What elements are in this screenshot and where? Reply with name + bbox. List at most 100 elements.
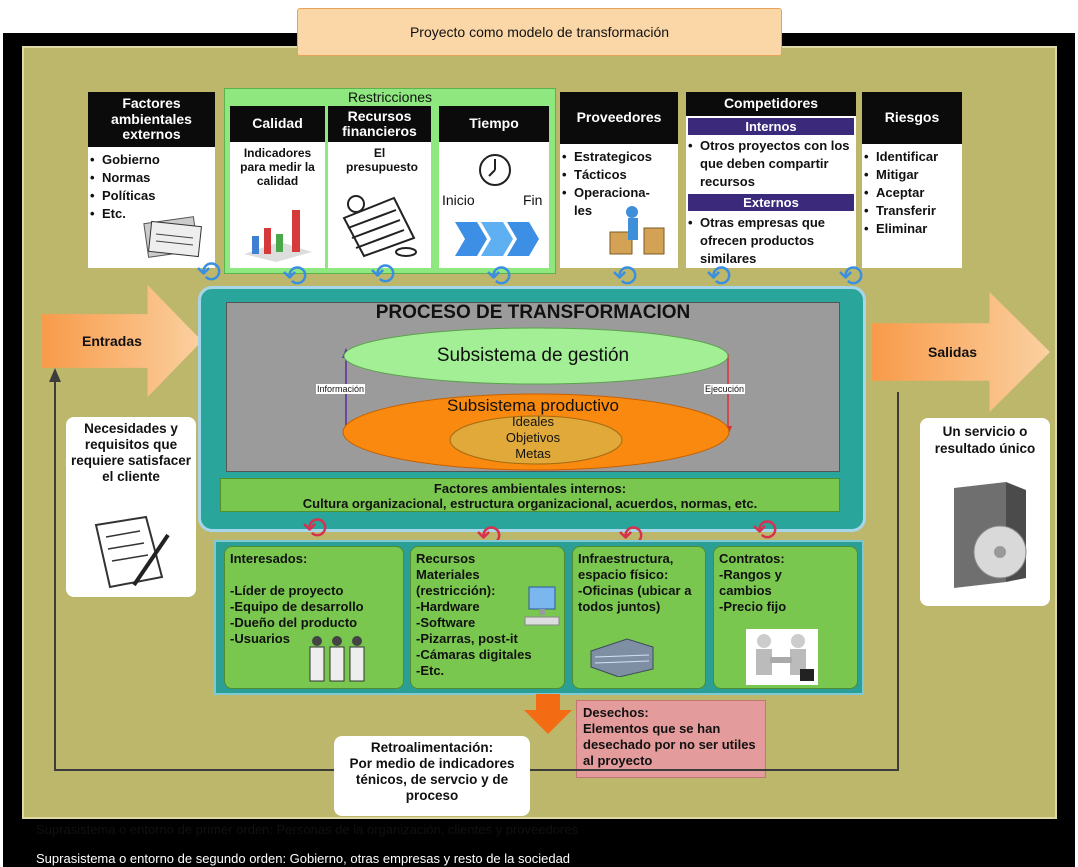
information-label: Información <box>316 384 366 394</box>
cycle-icon: ⟲ <box>302 512 328 545</box>
list-item: Normas <box>88 169 215 187</box>
handshake-icon <box>746 629 818 685</box>
card-suppliers: Proveedores Estrategicos Tácticos Operac… <box>560 92 678 268</box>
list-item: -Precio fijo <box>719 599 787 614</box>
money-icon <box>342 195 417 258</box>
suppliers-list: Estrategicos Tácticos Operaciona-les <box>560 148 678 220</box>
card-quality: Calidad Indicadores para medir la calida… <box>230 106 325 268</box>
feedback-title: Retroalimentación: <box>370 740 494 755</box>
execution-label: Ejecución <box>704 384 746 394</box>
end-label: Fin <box>523 192 543 208</box>
card-header: Competidores <box>686 92 856 116</box>
waste-text: Elementos que se han desechado por no se… <box>583 721 756 768</box>
service-card: Un servicio o resultado único <box>920 418 1050 606</box>
list-item: Mitigar <box>862 166 962 184</box>
list-item: Operaciona-les <box>560 184 654 220</box>
card-infrastructure: Infraestructura, espacio físico: -Oficin… <box>572 546 706 689</box>
card-header: Recursos financieros <box>328 106 431 142</box>
outputs-label: Salidas <box>928 344 978 360</box>
cycle-icon: ⟲ <box>196 256 222 289</box>
stakeholders-title: Interesados: <box>230 551 308 566</box>
internal-factors-bar: Factores ambientales internos: Cultura o… <box>220 478 840 512</box>
list-item: -Usuarios <box>230 631 290 646</box>
restrictions-title: Restricciones <box>347 89 433 105</box>
factors-list: Gobierno Normas Políticas Etc. <box>88 151 215 223</box>
diagram-title: Proyecto como modelo de transformación <box>297 8 782 56</box>
list-item: -Hardware <box>416 599 480 614</box>
second-order-label: Suprasistema o entorno de segundo orden:… <box>36 851 571 866</box>
list-item: -Dueño del producto <box>230 615 358 630</box>
card-financial-resources: Recursos financieros El presupuesto <box>328 106 431 268</box>
waste-title: Desechos: <box>583 705 649 720</box>
software-box-icon <box>954 482 1027 588</box>
building-icon <box>590 638 654 677</box>
external-list: Otras empresas que ofrecen productos sim… <box>686 214 856 268</box>
materials-title: Recursos Materiales (restricción): <box>416 551 496 598</box>
external-header: Externos <box>688 194 854 211</box>
computer-icon <box>524 586 560 626</box>
list-item: Otros proyectos con los que deben compar… <box>686 137 856 191</box>
card-contracts: Contratos: -Rangos y cambios -Precio fij… <box>713 546 858 689</box>
internal-factors-text: Cultura organizacional, estructura organ… <box>302 496 758 511</box>
card-risks: Riesgos Identificar Mitigar Aceptar Tran… <box>862 92 962 268</box>
list-item: Tácticos <box>560 166 678 184</box>
list-item: -Pizarras, post-it <box>416 631 518 646</box>
list-item: Etc. <box>88 205 215 223</box>
waste-card: Desechos: Elementos que se han desechado… <box>576 700 766 778</box>
list-item: -Cámaras digitales <box>416 647 532 662</box>
card-header: Proveedores <box>560 92 678 144</box>
process-title: PROCESO DE TRANSFORMACION <box>375 302 691 323</box>
card-header: Factores ambientales externos <box>88 92 215 147</box>
list-item: Políticas <box>88 187 215 205</box>
internal-factors-title: Factores ambientales internos: <box>433 481 627 496</box>
start-label: Inicio <box>442 192 475 208</box>
list-item: Transferir <box>862 202 962 220</box>
delivery-person-icon <box>609 206 665 255</box>
core-item: Ideales <box>512 414 554 429</box>
list-item: -Equipo de desarrollo <box>230 599 364 614</box>
list-item: -Oficinas (ubicar a todos juntos) <box>578 583 692 614</box>
core-item: Objetivos <box>505 430 561 445</box>
list-item: Identificar <box>862 148 962 166</box>
list-item: -Etc. <box>416 663 445 678</box>
infra-title: Infraestructura, espacio físico: <box>578 551 674 582</box>
feedback-text: Por medio de indicadores ténicos, de ser… <box>349 756 515 803</box>
inputs-label: Entradas <box>82 333 142 349</box>
list-item: -Líder de proyecto <box>230 583 344 598</box>
card-time: Tiempo Inicio Fin <box>439 106 549 268</box>
card-header: Calidad <box>230 106 325 142</box>
card-header: Riesgos <box>862 92 962 144</box>
people-icon <box>309 636 365 682</box>
list-item: Aceptar <box>862 184 962 202</box>
subsystems-diagram <box>342 327 732 471</box>
list-item: -Rangos y cambios <box>719 567 782 598</box>
card-header: Tiempo <box>439 106 549 142</box>
list-item: -Software <box>416 615 476 630</box>
cycle-icon: ⟲ <box>370 258 396 291</box>
needs-card: Necesidades y requisitos que requiere sa… <box>66 417 196 597</box>
card-competitors: Competidores Internos Otros proyectos co… <box>686 92 856 268</box>
risks-list: Identificar Mitigar Aceptar Transferir E… <box>862 148 962 238</box>
chart-icon <box>244 210 312 262</box>
productive-subsystem: Subsistema productivo <box>447 396 619 415</box>
list-item: Otras empresas que ofrecen productos sim… <box>686 214 856 268</box>
quality-text: Indicadores para medir la calidad <box>240 146 315 188</box>
card-external-factors: Factores ambientales externos Gobierno N… <box>88 92 215 268</box>
internal-list: Otros proyectos con los que deben compar… <box>686 137 856 191</box>
service-text: Un servicio o resultado único <box>934 424 1036 456</box>
core-item: Metas <box>515 446 551 461</box>
clock-icon <box>479 154 511 186</box>
needs-text: Necesidades y requisitos que requiere sa… <box>70 421 192 484</box>
timeline-arrows-icon <box>455 222 539 256</box>
first-order-label: Suprasistema o entorno de primer orden: … <box>36 822 578 837</box>
checklist-icon <box>94 515 170 589</box>
feedback-card: Retroalimentación: Por medio de indicado… <box>334 736 530 816</box>
internal-header: Internos <box>688 118 854 135</box>
contracts-title: Contratos: <box>719 551 785 566</box>
core-values: Ideales Objetivos Metas <box>226 414 840 462</box>
documents-icon <box>143 216 202 258</box>
card-material-resources: Recursos Materiales (restricción): -Hard… <box>410 546 565 689</box>
card-stakeholders: Interesados: -Líder de proyecto -Equipo … <box>224 546 404 689</box>
financial-text: El presupuesto <box>346 146 419 174</box>
